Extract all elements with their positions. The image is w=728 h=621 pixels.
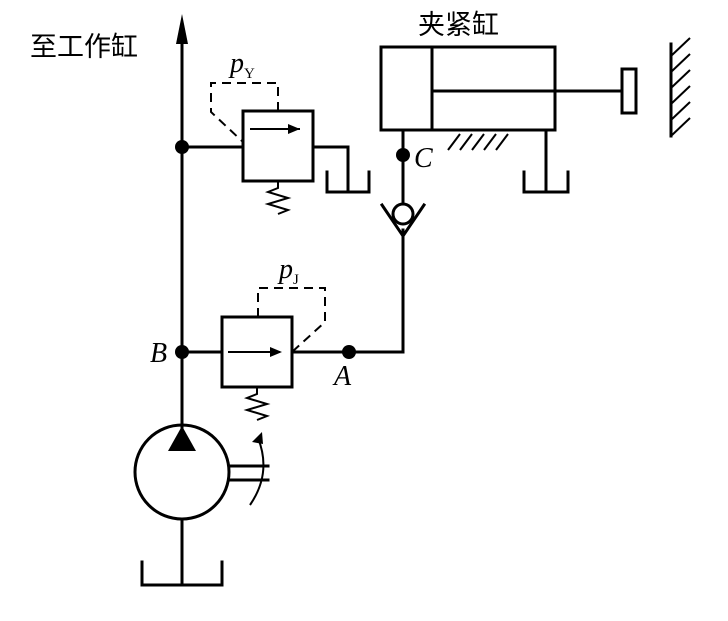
wall-hatch <box>669 37 691 138</box>
pressure-y-label: pY <box>228 48 255 82</box>
relief-valve-y <box>180 82 371 215</box>
variable-pump <box>133 423 270 587</box>
to-working-cylinder-label: 至工作缸 <box>30 32 138 63</box>
check-valve <box>379 128 427 239</box>
point-a-label: A <box>332 361 352 392</box>
clamp-cylinder-label: 夹紧缸 <box>418 10 499 41</box>
pressure-j-label: pJ <box>277 254 299 288</box>
point-b-label: B <box>150 338 167 369</box>
main-supply-line <box>176 14 188 432</box>
reducing-valve-j <box>180 228 405 421</box>
point-c-label: C <box>414 143 433 174</box>
clamp-cylinder <box>379 45 638 194</box>
